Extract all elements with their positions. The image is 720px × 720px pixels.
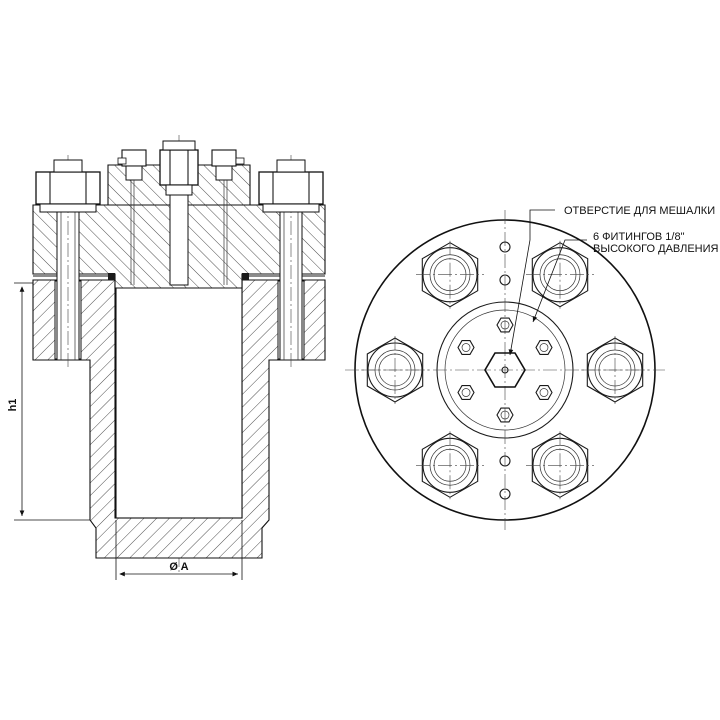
fitting-pattern <box>457 317 553 423</box>
fitting-icon <box>535 385 553 400</box>
vessel-cavity <box>115 280 243 519</box>
fittings-leader <box>532 239 587 323</box>
fitting-icon <box>496 317 514 333</box>
small-hole-bottom <box>499 455 511 500</box>
bolt-nut-icon <box>416 240 484 309</box>
h1-dimension-label: h1 <box>7 399 19 412</box>
fitting-icon <box>496 407 514 423</box>
bolt-nut-icon <box>581 336 649 404</box>
small-hole-top <box>499 241 511 286</box>
fittings-callout-line1: 6 ФИТИНГОВ 1/8" <box>593 231 685 243</box>
stirrer-hole-leader <box>508 209 555 356</box>
fittings-callout-line2: ВЫСОКОГО ДАВЛЕНИЯ <box>593 243 719 255</box>
stirrer-shaft <box>169 189 189 286</box>
bolt-nut-icon <box>416 431 484 500</box>
nut-right <box>258 159 324 213</box>
seal-left <box>108 273 115 280</box>
stirrer-hole-callout: ОТВЕРСТИЕ ДЛЯ МЕШАЛКИ <box>564 205 715 217</box>
seal-right <box>242 273 249 280</box>
fitting-icon <box>457 340 475 355</box>
fitting-right <box>211 149 245 285</box>
nut-left <box>35 159 101 213</box>
bolt-nut-icon <box>526 240 594 309</box>
bolt-pattern <box>361 240 649 500</box>
stirrer-hole-hex <box>484 352 526 388</box>
fitting-icon <box>535 340 553 355</box>
stirrer-head <box>159 149 199 186</box>
fitting-icon <box>457 385 475 400</box>
bolt-nut-icon <box>526 431 594 500</box>
bolt-nut-icon <box>361 336 429 404</box>
diameter-dimension-label: Ø A <box>169 561 188 573</box>
fitting-left <box>117 149 147 285</box>
top-view: ОТВЕРСТИЕ ДЛЯ МЕШАЛКИ 6 ФИТИНГОВ 1/8" ВЫ… <box>345 205 719 530</box>
section-view: h1 Ø A <box>7 135 326 580</box>
